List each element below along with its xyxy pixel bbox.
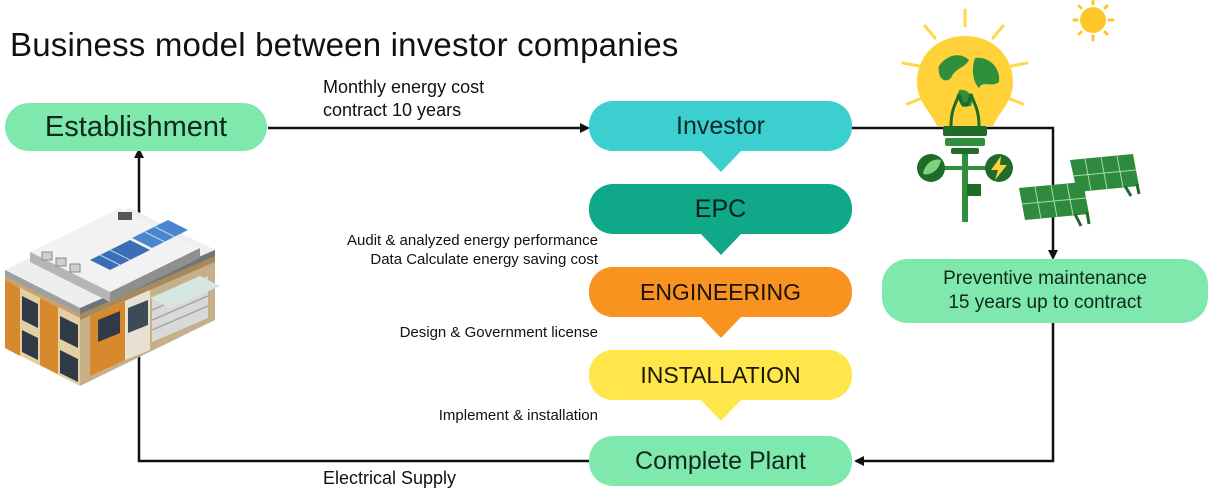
solar-panel-icon	[1019, 154, 1141, 227]
complete-plant-label: Complete Plant	[635, 446, 806, 475]
monthly-cost-label: Monthly energy cost contract 10 years	[323, 76, 484, 122]
preventive-maintenance-node: Preventive maintenance 15 years up to co…	[882, 259, 1208, 323]
preventive-line-1: Preventive maintenance	[943, 268, 1147, 289]
engineering-node: ENGINEERING	[589, 267, 852, 317]
engineering-label: ENGINEERING	[639, 278, 802, 305]
implement-label: Implement & installation	[438, 407, 598, 424]
sun-icon	[1072, 0, 1115, 42]
preventive-line-2: 15 years up to contract	[948, 292, 1142, 313]
epc-node: EPC	[589, 184, 852, 234]
epc-notch	[700, 233, 742, 255]
monthly-line-2: contract 10 years	[323, 100, 462, 120]
investor-notch	[700, 150, 742, 172]
data-calc-label: Data Calculate energy saving cost	[370, 251, 598, 268]
design-license-label: Design & Government license	[399, 324, 598, 341]
diagram-title: Business model between investor companie…	[10, 26, 679, 63]
lightbulb-icon	[901, 8, 1029, 222]
establishment-node: Establishment	[5, 103, 267, 151]
installation-node: INSTALLATION	[589, 350, 852, 400]
installation-label: INSTALLATION	[640, 361, 801, 388]
engineering-notch	[700, 316, 742, 338]
electrical-supply-label: Electrical Supply	[323, 468, 457, 488]
investor-node: Investor	[589, 101, 852, 151]
establishment-label: Establishment	[44, 110, 228, 143]
investor-label: Investor	[676, 111, 765, 140]
complete-plant-node: Complete Plant	[589, 436, 852, 486]
installation-notch	[700, 399, 742, 421]
building-icon	[5, 208, 220, 386]
monthly-line-1: Monthly energy cost	[323, 77, 485, 97]
arrow-preventive-to-complete-plant	[854, 322, 1055, 466]
audit-label: Audit & analyzed energy performance	[347, 232, 598, 249]
epc-label: EPC	[694, 194, 747, 223]
